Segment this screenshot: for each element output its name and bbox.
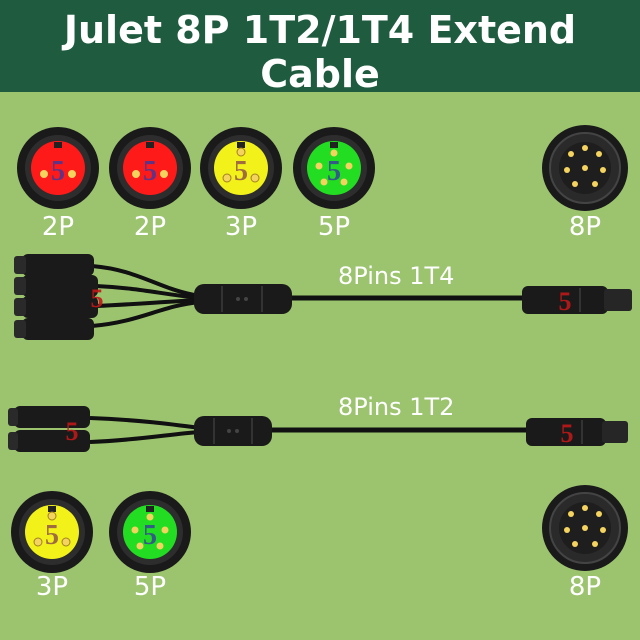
label-2p-1: 2P xyxy=(41,212,75,242)
connector-face-8p-bottom xyxy=(541,484,629,572)
main-plug-1t4 xyxy=(522,286,608,314)
brand-mark: 5 xyxy=(91,284,104,313)
connector-face-5p-green: 5 xyxy=(292,126,376,210)
brand-mark: 5 xyxy=(51,156,65,187)
page-title: Julet 8P 1T2/1T4 Extend Cable xyxy=(63,8,577,96)
label-8p-top: 8P xyxy=(568,212,602,242)
main-plug-1t2 xyxy=(526,418,606,446)
small-plugs-1t2 xyxy=(8,406,90,452)
cable-1t4-label: 8Pins 1T4 xyxy=(338,262,455,290)
label-5p-bottom: 5P xyxy=(133,572,167,602)
connector-face-2p-red-2: 5 xyxy=(108,126,192,210)
connector-face-2p-red-1: 5 xyxy=(16,126,100,210)
brand-mark: 5 xyxy=(234,156,248,187)
brand-mark: 5 xyxy=(143,520,157,551)
brand-mark: 5 xyxy=(327,156,341,187)
connector-face-3p-yellow-bottom: 5 xyxy=(10,490,94,574)
connector-face-8p-top xyxy=(541,124,629,212)
connector-face-5p-green-bottom: 5 xyxy=(108,490,192,574)
small-plugs-1t4 xyxy=(14,254,98,340)
brand-mark: 5 xyxy=(559,287,572,316)
brand-mark: 5 xyxy=(66,417,79,446)
label-3p-top: 3P xyxy=(224,212,258,242)
title-banner: Julet 8P 1T2/1T4 Extend Cable xyxy=(0,0,640,96)
brand-mark: 5 xyxy=(561,419,574,448)
connector-face-3p-yellow: 5 xyxy=(199,126,283,210)
brand-mark: 5 xyxy=(143,156,157,187)
label-3p-bottom: 3P xyxy=(35,572,69,602)
cable-1t4 xyxy=(91,264,528,328)
brand-mark: 5 xyxy=(45,520,59,551)
cable-1t2 xyxy=(89,416,530,444)
label-2p-2: 2P xyxy=(133,212,167,242)
label-5p-top: 5P xyxy=(317,212,351,242)
cable-1t2-label: 8Pins 1T2 xyxy=(338,393,455,421)
label-8p-bottom: 8P xyxy=(568,572,602,602)
splitter-1t4 xyxy=(194,284,292,314)
splitter-1t2 xyxy=(194,416,272,446)
